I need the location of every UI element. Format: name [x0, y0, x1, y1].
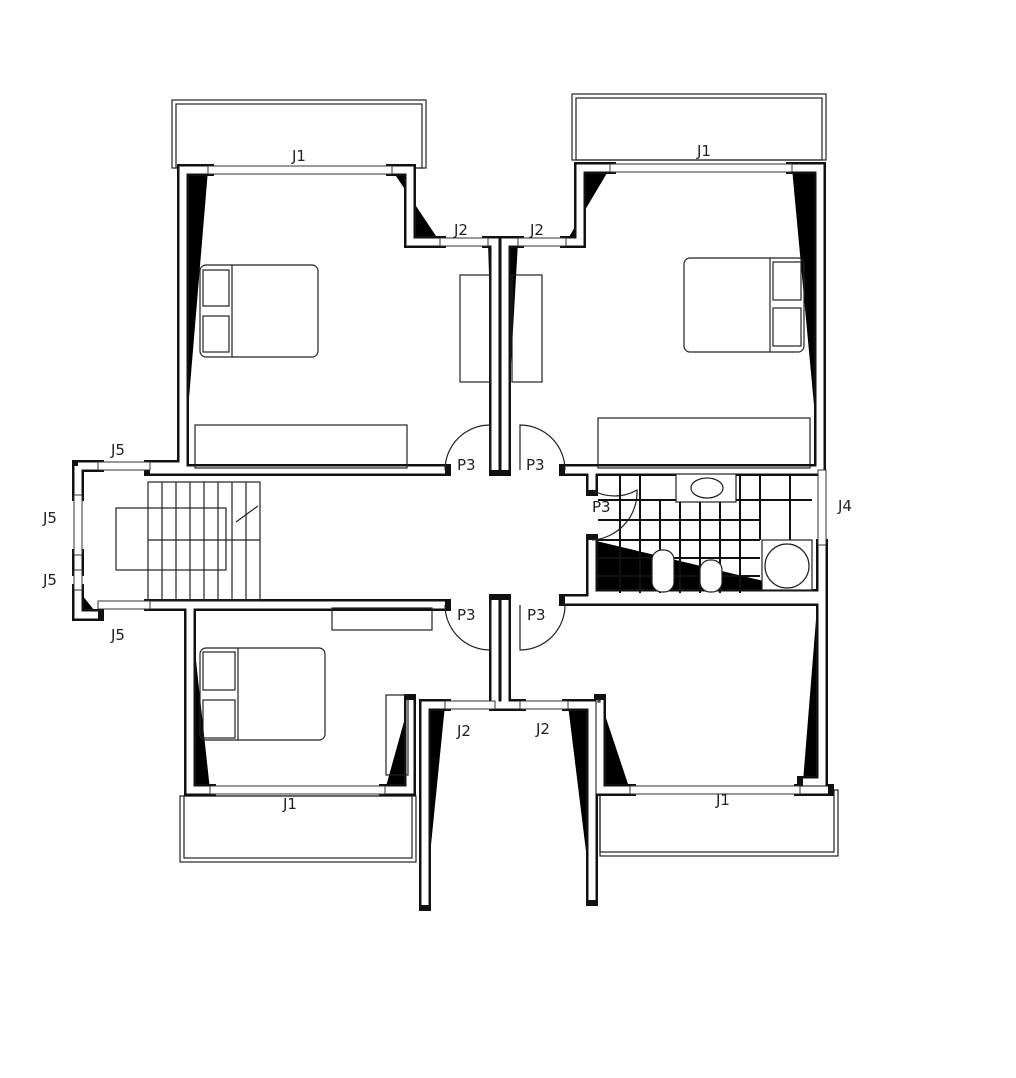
doors: [444, 424, 638, 651]
window-label: J2: [535, 720, 550, 738]
window-label: J4: [837, 497, 852, 515]
window-labels: J1 J1 J1 J1 J2 J2 J2 J2 J5 J5 J5 J5 J4: [42, 142, 852, 813]
door-label: P3: [457, 606, 476, 624]
window-label: J5: [42, 509, 57, 527]
window-label: J5: [110, 441, 125, 459]
window-label: J2: [529, 221, 544, 239]
door-label: P3: [457, 456, 476, 474]
door-label: P3: [527, 606, 546, 624]
door-label: P3: [592, 498, 611, 516]
window-label: J1: [696, 142, 711, 160]
window-label: J5: [42, 571, 57, 589]
window-glazing: [73, 163, 827, 795]
door-label: P3: [526, 456, 545, 474]
window-label: J1: [282, 795, 297, 813]
staircase: [115, 481, 261, 601]
furniture: [194, 257, 811, 776]
door-labels: P3 P3 P3 P3 P3: [457, 456, 611, 624]
window-label: J2: [456, 722, 471, 740]
balconies: [171, 93, 839, 863]
window-label: J2: [453, 221, 468, 239]
bathroom: [598, 473, 813, 593]
window-label: J5: [110, 626, 125, 644]
window-label: J1: [291, 147, 306, 165]
window-label: J1: [715, 791, 730, 809]
